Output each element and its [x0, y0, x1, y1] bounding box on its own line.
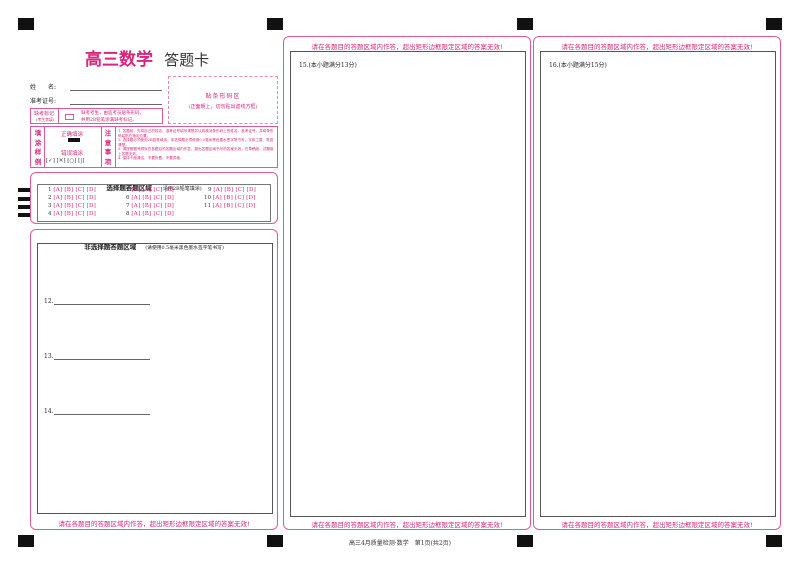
absent-checkbox[interactable] [65, 114, 74, 120]
title-rest: 答题卡 [164, 51, 210, 69]
choice-area: 选择题答题区域 (请用2B铅笔填涂) 1 [A] [B] [C] [D] 2 [… [30, 172, 278, 224]
absent-box: 缺考标记 (考生禁填) 缺考考生，由监考员贴条形码， 并用2B铅笔涂满缺考标记。 [30, 108, 163, 124]
timing-mark [18, 188, 30, 192]
name-label: 姓 名: [30, 84, 57, 91]
q16-area: 请在各题目的答题区域内作答，超出矩形边框限定区域的答案无效! 16.(本小题满分… [533, 36, 781, 530]
timing-mark [18, 213, 30, 217]
choice-row-9[interactable]: 9 [A] [B] [C] [D] [208, 187, 257, 193]
page-title: 高三数学 答题卡 [85, 45, 209, 70]
timing-mark [18, 197, 30, 201]
choice-row-5[interactable]: 5 [A] [B] [C] [D] [126, 187, 175, 193]
absent-label: 缺考标记 [34, 111, 55, 117]
nonchoice-area: 非选择题答题区域 (请使用0.5毫米黑色墨水签字笔书写) 12. 13. 14.… [30, 229, 278, 530]
registration-mark-top-center-right [517, 18, 533, 30]
correct-fill-sample [68, 138, 80, 142]
registration-mark-bottom-center [267, 535, 283, 547]
wrong-fill-samples: [✓] [✕] [○] [|] [46, 158, 85, 164]
timing-mark [18, 205, 30, 209]
registration-mark-bottom-left [18, 535, 34, 547]
q16-answer-box[interactable]: 16.(本小题满分15分) [540, 51, 776, 517]
registration-mark-top-right [766, 18, 782, 30]
barcode-area: 贴条形码区 (正面朝上，切勿贴出虚线方框) [168, 76, 278, 124]
q14-label: 14. [44, 408, 54, 415]
nonchoice-answer-box[interactable]: 12. 13. 14. [37, 243, 273, 514]
choice-row-1[interactable]: 1 [A] [B] [C] [D] [48, 187, 97, 193]
name-field[interactable] [70, 90, 162, 91]
choice-row-10[interactable]: 10 [A] [B] [C] [D] [204, 195, 256, 201]
absent-desc-1: 缺考考生，由监考员贴条形码， [81, 111, 144, 116]
nonchoice-header: 非选择题答题区域 (请使用0.5毫米黑色墨水签字笔书写) [31, 234, 277, 253]
choice-grid: 1 [A] [B] [C] [D] 2 [A] [B] [C] [D] 3 [A… [37, 184, 271, 222]
choice-hint: (请用2B铅笔填涂) [160, 186, 202, 192]
bottom-warning-right: 请在各题目的答题区域内作答，超出矩形边框限定区域的答案无效! [561, 521, 753, 529]
registration-mark-bottom-center-right [517, 535, 533, 547]
q15-label: 15.(本小题满分13分) [299, 62, 357, 69]
top-warning-middle: 请在各题目的答题区域内作答，超出矩形边框限定区域的答案无效! [311, 43, 503, 51]
title-bold: 高三数学 [85, 50, 153, 70]
note-1: 1. 答题前，先将自己的姓名、准考证号填写清楚并认真核对条形码上的姓名、准考证号… [118, 129, 274, 138]
q14-answer-line[interactable] [54, 414, 150, 415]
instructions-box: 填 涂 样 例 正确填涂 错误填涂 [✓] [✕] [○] [|] 注 意 事 … [30, 126, 278, 168]
q15-area: 请在各题目的答题区域内作答，超出矩形边框限定区域的答案无效! 15.(本小题满分… [283, 36, 531, 530]
choice-row-8[interactable]: 8 [A] [B] [C] [D] [126, 211, 175, 217]
choice-title: 选择题答题区域 [106, 184, 152, 192]
nonchoice-hint: (请使用0.5毫米黑色墨水签字笔书写) [145, 246, 224, 251]
page-footer: 高三4月质量检测·数学 第1页(共2页) [348, 540, 452, 547]
registration-mark-top-left [18, 18, 34, 30]
q16-label: 16.(本小题满分15分) [549, 62, 607, 69]
choice-row-11[interactable]: 11 [A] [B] [C] [D] [204, 203, 256, 209]
sample-side-label: 填 涂 样 例 [34, 129, 42, 166]
correct-fill-label: 正确填涂 [61, 132, 84, 138]
nonchoice-title: 非选择题答题区域 [84, 243, 137, 251]
q12-label: 12. [44, 298, 54, 305]
choice-row-4[interactable]: 4 [A] [B] [C] [D] [48, 211, 97, 217]
registration-mark-top-center [267, 18, 283, 30]
exam-id-field[interactable] [70, 104, 162, 105]
q13-label: 13. [44, 353, 54, 360]
exam-id-label: 准考证号: [30, 98, 57, 105]
absent-desc-2: 并用2B铅笔涂满缺考标记。 [81, 118, 137, 123]
choice-header: 选择题答题区域 (请用2B铅笔填涂) [31, 175, 277, 194]
q12-answer-line[interactable] [54, 304, 150, 305]
barcode-title: 贴条形码区 [205, 93, 241, 100]
wrong-fill-label: 错误填涂 [61, 151, 84, 157]
q15-answer-box[interactable]: 15.(本小题满分13分) [290, 51, 526, 517]
choice-row-7[interactable]: 7 [A] [B] [C] [D] [126, 203, 175, 209]
absent-sub: (考生禁填) [36, 117, 55, 122]
notes-side-label: 注 意 事 项 [104, 129, 112, 166]
q13-answer-line[interactable] [54, 359, 150, 360]
notes-list: 1. 答题前，先将自己的姓名、准考证号填写清楚并认真核对条形码上的姓名、准考证号… [118, 129, 275, 161]
note-2: 2. 选择题必须使用2B铅笔填涂；非选择题必须使用0.5毫米黑色墨水签字笔书写，… [118, 138, 274, 147]
bottom-warning-middle: 请在各题目的答题区域内作答，超出矩形边框限定区域的答案无效! [311, 521, 503, 529]
note-4: 4. 保持卡面清洁，不要折叠，不要弄破。 [118, 156, 184, 160]
top-warning-right: 请在各题目的答题区域内作答，超出矩形边框限定区域的答案无效! [561, 43, 753, 51]
registration-mark-bottom-right [766, 535, 782, 547]
choice-row-3[interactable]: 3 [A] [B] [C] [D] [48, 203, 97, 209]
choice-row-2[interactable]: 2 [A] [B] [C] [D] [48, 195, 97, 201]
barcode-note: (正面朝上，切勿贴出虚线方框) [188, 104, 258, 110]
choice-row-6[interactable]: 6 [A] [B] [C] [D] [126, 195, 175, 201]
note-3: 3. 请按照题号顺序在各题目的答题区域内作答，超出答题区域书写的答案无效；在草稿… [118, 147, 274, 156]
bottom-warning-left: 请在各题目的答题区域内作答，超出矩形边框限定区域的答案无效! [58, 520, 250, 528]
